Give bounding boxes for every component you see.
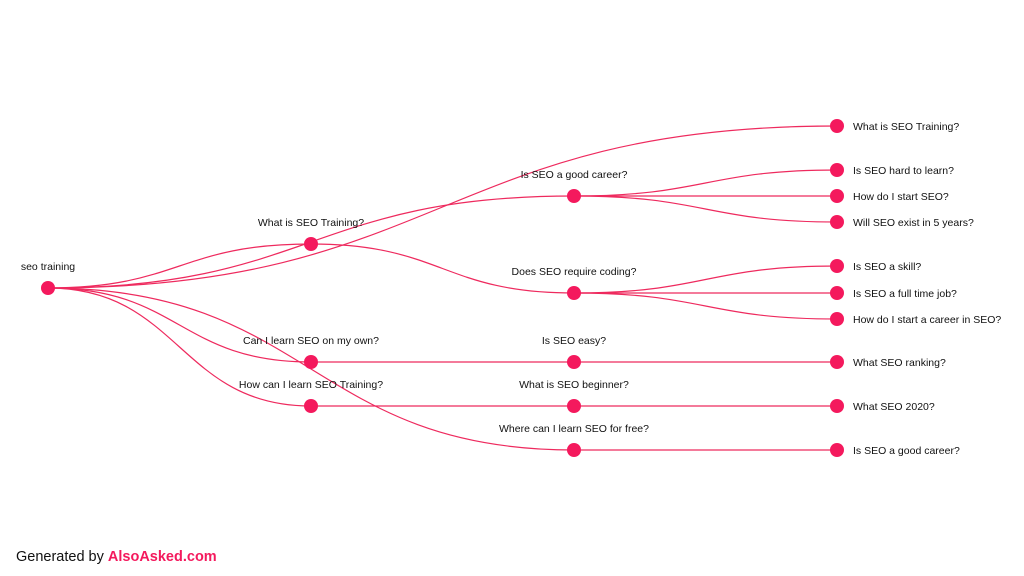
- tree-link: [47, 243, 312, 289]
- tree-link: [573, 169, 838, 197]
- answer-label: What SEO ranking?: [853, 357, 946, 369]
- tree-labels: seo training What is SEO Training? Is SEO …: [21, 121, 1002, 457]
- question-node[interactable]: [567, 355, 581, 369]
- question-label: How can I learn SEO Training?: [239, 379, 383, 391]
- answer-label: Is SEO a full time job?: [853, 288, 957, 300]
- answer-label: Is SEO a skill?: [853, 261, 921, 273]
- question-label: What is SEO beginner?: [519, 379, 629, 391]
- question-node[interactable]: [567, 443, 581, 457]
- tree-nodes: [41, 119, 844, 457]
- question-node[interactable]: [304, 237, 318, 251]
- question-node[interactable]: [567, 189, 581, 203]
- answer-label: Is SEO a good career?: [853, 445, 960, 457]
- answer-label: How do I start SEO?: [853, 191, 949, 203]
- question-label: What is SEO Training?: [258, 217, 364, 229]
- tree-link: [47, 287, 312, 363]
- question-node[interactable]: [567, 286, 581, 300]
- answer-node[interactable]: [830, 312, 844, 326]
- tree-link: [310, 243, 575, 294]
- answer-label: What SEO 2020?: [853, 401, 935, 413]
- question-label: Where can I learn SEO for free?: [499, 423, 649, 435]
- answer-node[interactable]: [830, 119, 844, 133]
- answer-node[interactable]: [830, 286, 844, 300]
- answer-label: How do I start a career in SEO?: [853, 314, 1001, 326]
- footer-brand-link[interactable]: AlsoAsked.com: [107, 549, 217, 565]
- tree-link: [573, 195, 838, 223]
- root-node[interactable]: [41, 281, 55, 295]
- footer-credit: Generated by AlsoAsked.com: [16, 549, 217, 565]
- question-node[interactable]: [567, 399, 581, 413]
- question-node[interactable]: [304, 399, 318, 413]
- tree-link: [47, 287, 312, 407]
- tree-link: [573, 292, 838, 320]
- answer-node[interactable]: [830, 399, 844, 413]
- answer-label: What is SEO Training?: [853, 121, 959, 133]
- tree-link: [573, 265, 838, 294]
- answer-node[interactable]: [830, 163, 844, 177]
- footer-prefix: Generated by: [16, 549, 104, 565]
- answer-node[interactable]: [830, 259, 844, 273]
- answer-node[interactable]: [830, 215, 844, 229]
- answer-label: Is SEO hard to learn?: [853, 165, 954, 177]
- question-label: Can I learn SEO on my own?: [243, 335, 379, 347]
- answer-label: Will SEO exist in 5 years?: [853, 217, 974, 229]
- answer-node[interactable]: [830, 355, 844, 369]
- tree-link: [47, 125, 838, 289]
- tree-links: [47, 125, 838, 451]
- answer-node[interactable]: [830, 189, 844, 203]
- question-label: Is SEO a good career?: [521, 169, 628, 181]
- question-node[interactable]: [304, 355, 318, 369]
- question-label: Is SEO easy?: [542, 335, 606, 347]
- root-label: seo training: [21, 261, 75, 273]
- answer-node[interactable]: [830, 443, 844, 457]
- question-label: Does SEO require coding?: [512, 266, 637, 278]
